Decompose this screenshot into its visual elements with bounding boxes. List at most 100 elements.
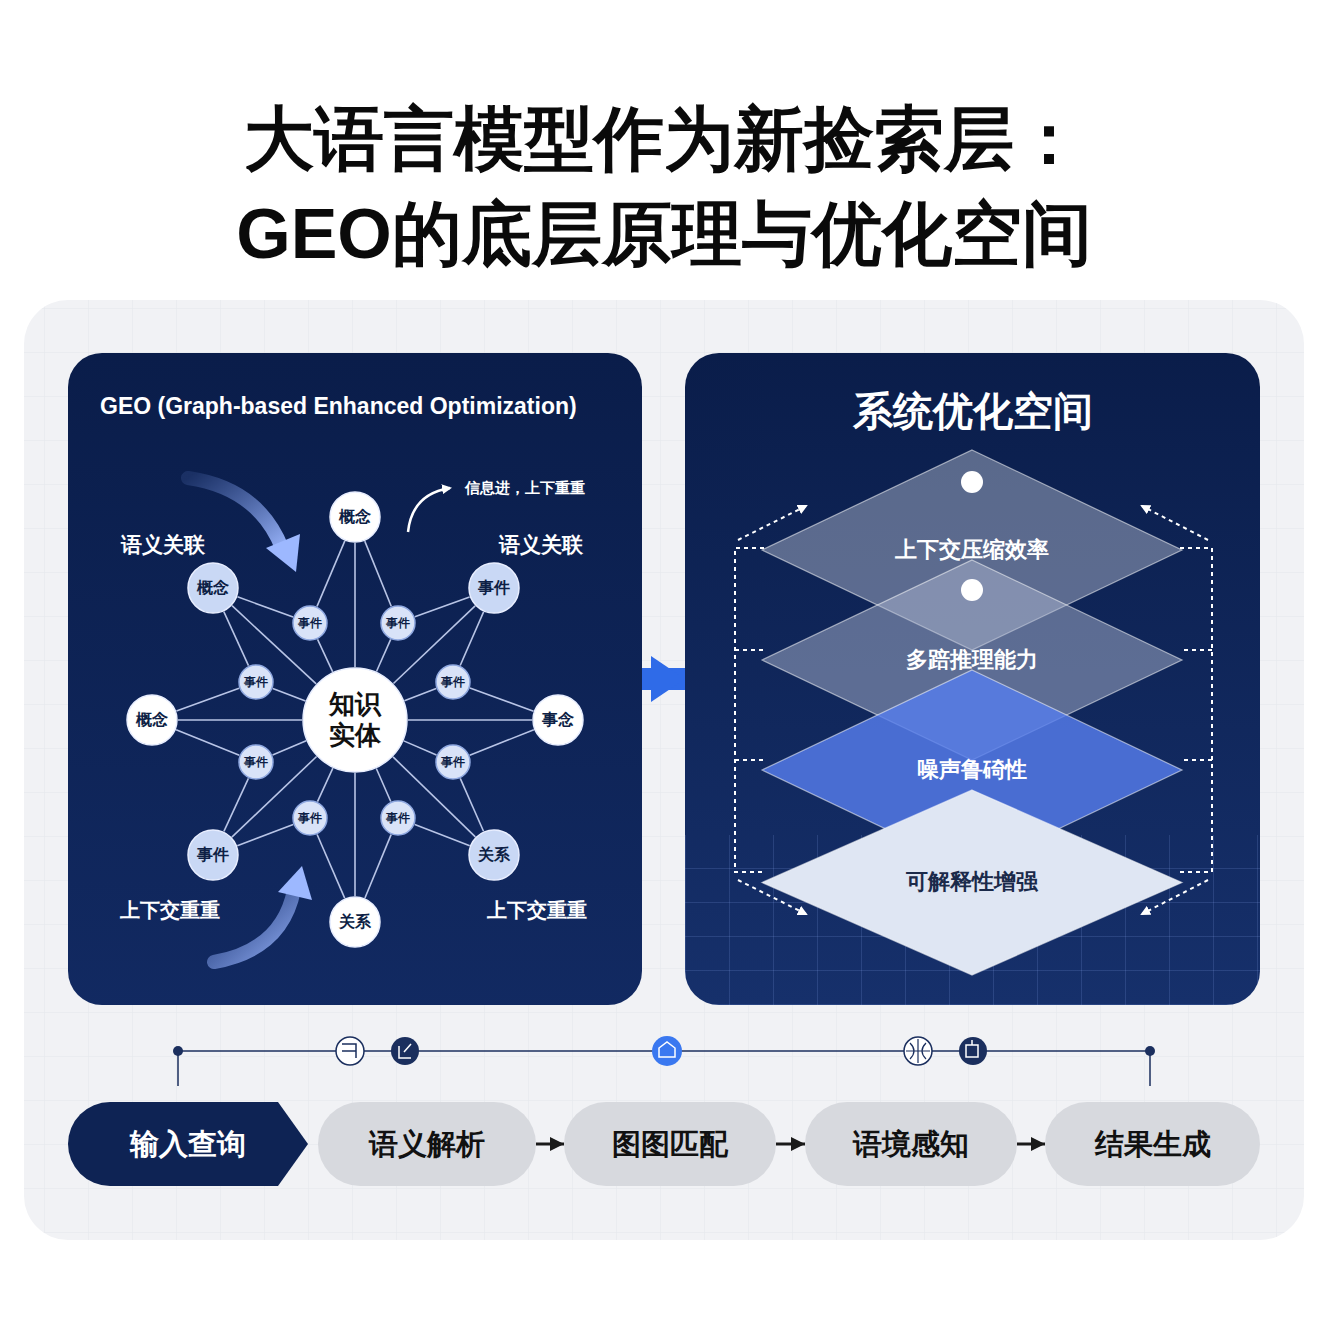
graph-link	[318, 639, 333, 672]
node-label: 事件	[386, 811, 410, 825]
graph-link	[354, 773, 356, 896]
concept-circle: 概念	[126, 694, 178, 746]
node-circle	[381, 801, 415, 835]
node-circle	[436, 745, 470, 779]
event-circle: 事件	[435, 664, 471, 700]
panel-heading: GEO (Graph-based Enhanced Optimization)	[100, 393, 577, 421]
node-label: 知识实体	[326, 689, 383, 751]
graph-link	[393, 757, 475, 837]
swoosh-head	[266, 534, 300, 572]
node-circle	[188, 830, 238, 880]
graph-link	[232, 757, 317, 838]
panel-heading: 系统优化空间	[853, 387, 1093, 435]
event-circle: 事件	[292, 605, 328, 641]
graph-link	[460, 778, 483, 831]
graph-link	[354, 543, 356, 667]
concept-circle: 事念	[532, 694, 584, 746]
query-chevron: 输入查询	[68, 1102, 308, 1186]
node-label: 事件	[244, 675, 268, 689]
graph-link	[365, 541, 391, 606]
node-label: 可解释性增强	[906, 869, 1038, 895]
node-label: 事件	[244, 755, 268, 769]
event-circle: 事件	[292, 800, 328, 836]
node-label: 事件	[197, 845, 229, 864]
graph-link	[176, 688, 239, 711]
graph-link	[178, 719, 302, 721]
process-pill: 结果生成	[1045, 1102, 1260, 1186]
title-block: 大语言模型作为新捡索层： GEO的底层原理与优化空间	[0, 92, 1328, 282]
flow-arrow	[1017, 1143, 1045, 1146]
graph-link	[408, 719, 532, 721]
node-label: 结果生成	[1095, 1127, 1211, 1162]
node-label: 关系	[339, 912, 371, 931]
graph-link	[393, 606, 475, 684]
swoosh-head	[278, 866, 312, 900]
annotation-label: 上下交重重	[120, 897, 220, 924]
process-pill: 图图匹配	[564, 1102, 776, 1186]
node-circle	[303, 668, 407, 772]
optimization-panel: 系统优化空间上下交压缩效率多踣推理能力噪声鲁碕性可解释性增强	[685, 353, 1260, 1005]
node-label: 语境感知	[853, 1127, 969, 1162]
graph-link	[376, 769, 390, 802]
annotation-label: 上下交重重	[487, 897, 587, 924]
graph-link	[404, 741, 437, 755]
node-circle	[436, 665, 470, 699]
dashed-bracket	[735, 506, 1212, 914]
layer-dot	[961, 579, 983, 601]
node-label: 输入查询	[130, 1127, 246, 1162]
node-circle	[127, 695, 177, 745]
title: 大语言模型作为新捡索层： GEO的底层原理与优化空间	[184, 92, 1144, 282]
backdrop-panel	[24, 300, 1304, 1240]
event-circle: 事件	[380, 605, 416, 641]
node-label: 事件	[298, 811, 322, 825]
graph-link	[376, 639, 390, 671]
node-label: 事件	[441, 675, 465, 689]
node-label: 事件	[441, 755, 465, 769]
flow-arrow	[536, 1143, 564, 1146]
node-circle	[533, 695, 583, 745]
event-circle: 事件	[380, 800, 416, 836]
chevron-outline	[68, 1102, 308, 1186]
concept-circle: 关系	[468, 829, 520, 881]
concept-circle: 关系	[329, 896, 381, 948]
layer-diamond: 可解释性增强	[762, 790, 1182, 975]
annotation-label: 语义关联	[499, 531, 583, 559]
backdrop-grid	[24, 300, 1304, 1240]
graph-link	[317, 834, 345, 898]
node-label: 事念	[542, 710, 574, 729]
event-circle: 事件	[435, 744, 471, 780]
node-label: 概念	[197, 578, 229, 597]
concept-circle: 概念	[187, 562, 239, 614]
node-label: 概念	[136, 710, 168, 729]
node-label: 事件	[298, 616, 322, 630]
diamond-outline	[762, 790, 1182, 975]
concept-circle: 概念	[329, 491, 381, 543]
node-label: 语义解析	[369, 1127, 485, 1162]
node-label: 关系	[478, 845, 510, 864]
annotation-label: 语义关联	[121, 531, 205, 559]
transition-arrow	[642, 668, 685, 690]
node-label: 事件	[386, 616, 410, 630]
graph-link	[224, 612, 249, 666]
node-label: 概念	[339, 507, 371, 526]
node-circle	[330, 492, 380, 542]
node-label: 噪声鲁碕性	[917, 757, 1027, 783]
graph-link	[232, 606, 316, 684]
timeline	[173, 1036, 1155, 1086]
node-label: 图图匹配	[612, 1127, 728, 1162]
process-pill: 语境感知	[805, 1102, 1017, 1186]
event-circle: 事件	[238, 744, 274, 780]
node-circle	[239, 745, 273, 779]
node-circle	[293, 606, 327, 640]
graph-link	[365, 835, 391, 898]
flow-arrow	[776, 1143, 805, 1146]
node-circle	[469, 830, 519, 880]
graph-link	[237, 824, 293, 845]
graph-link	[273, 688, 306, 701]
entity-circle: 知识实体	[302, 667, 408, 773]
graph-link	[273, 741, 307, 755]
graph-link	[317, 768, 332, 801]
graph-link	[237, 597, 293, 617]
node-label: 事件	[478, 578, 510, 597]
